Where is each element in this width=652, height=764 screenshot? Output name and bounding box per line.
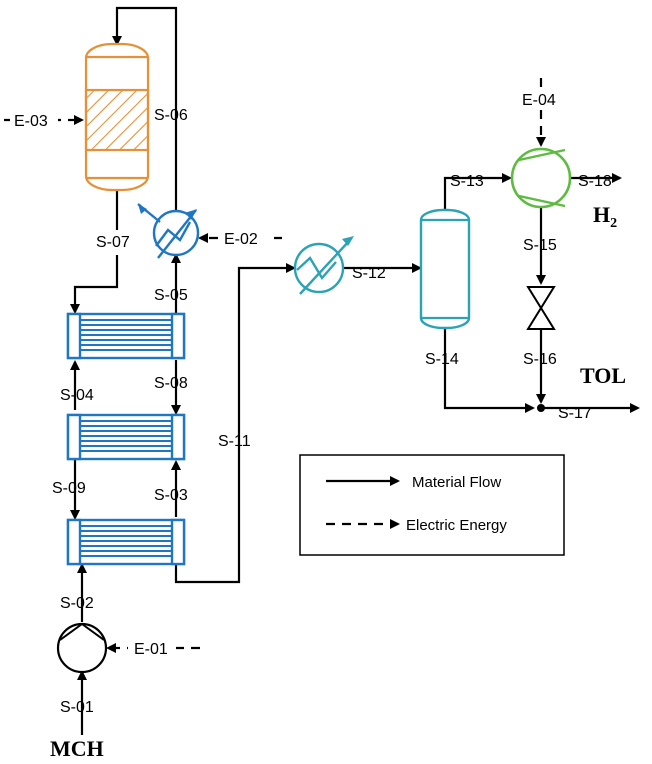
legend: Material Flow Electric Energy	[299, 454, 565, 556]
heat-exchanger-1	[66, 312, 186, 360]
label-e04: E-04	[522, 92, 556, 109]
compressor	[510, 147, 572, 209]
label-s06: S-06	[154, 107, 188, 124]
feed-label-mch: MCH	[50, 736, 104, 761]
line-s06	[112, 6, 178, 212]
label-s05: S-05	[154, 287, 188, 304]
label-s15: S-15	[523, 237, 557, 254]
label-s12: S-12	[352, 265, 386, 282]
legend-box	[299, 454, 565, 556]
legend-material-label: Material Flow	[412, 474, 501, 491]
label-s07: S-07	[96, 234, 130, 251]
label-s13: S-13	[450, 173, 484, 190]
reactor-vessel	[84, 42, 150, 192]
label-s14: S-14	[425, 351, 459, 368]
label-s02: S-02	[60, 595, 94, 612]
product-label-tol: TOL	[580, 363, 626, 388]
label-s08: S-08	[154, 375, 188, 392]
mixer-node	[537, 404, 545, 412]
line-s11	[174, 263, 296, 584]
cooler-heat-exchanger	[137, 203, 200, 259]
throttle-valve	[526, 286, 556, 330]
label-e02: E-02	[224, 231, 258, 248]
label-e01: E-01	[134, 641, 168, 658]
legend-electric-label: Electric Energy	[406, 517, 507, 534]
label-s09: S-09	[52, 480, 86, 497]
line-s14	[443, 325, 535, 413]
label-s18: S-18	[578, 173, 612, 190]
energy-labels: E-01 E-02 E-03 E-04	[14, 92, 556, 658]
label-s04: S-04	[60, 387, 94, 404]
heat-exchanger-2	[66, 413, 186, 461]
label-s01: S-01	[60, 699, 94, 716]
flash-drum	[419, 208, 471, 330]
label-s11: S-11	[218, 433, 251, 450]
energy-lines	[4, 78, 564, 658]
pump	[56, 622, 108, 674]
line-s13	[443, 173, 512, 212]
product-label-h2: H2	[593, 202, 617, 231]
label-s16: S-16	[523, 351, 557, 368]
label-s17: S-17	[558, 405, 592, 422]
line-s07b	[70, 255, 119, 314]
heat-exchanger-3	[66, 518, 186, 566]
material-flow-lines	[70, 6, 640, 735]
label-s03: S-03	[154, 487, 188, 504]
label-e03: E-03	[14, 113, 48, 130]
stream-labels: S-01 S-02 S-03 S-04 S-05 S-06 S-07 S-08 …	[52, 107, 612, 716]
heater-heat-exchanger	[293, 236, 354, 295]
